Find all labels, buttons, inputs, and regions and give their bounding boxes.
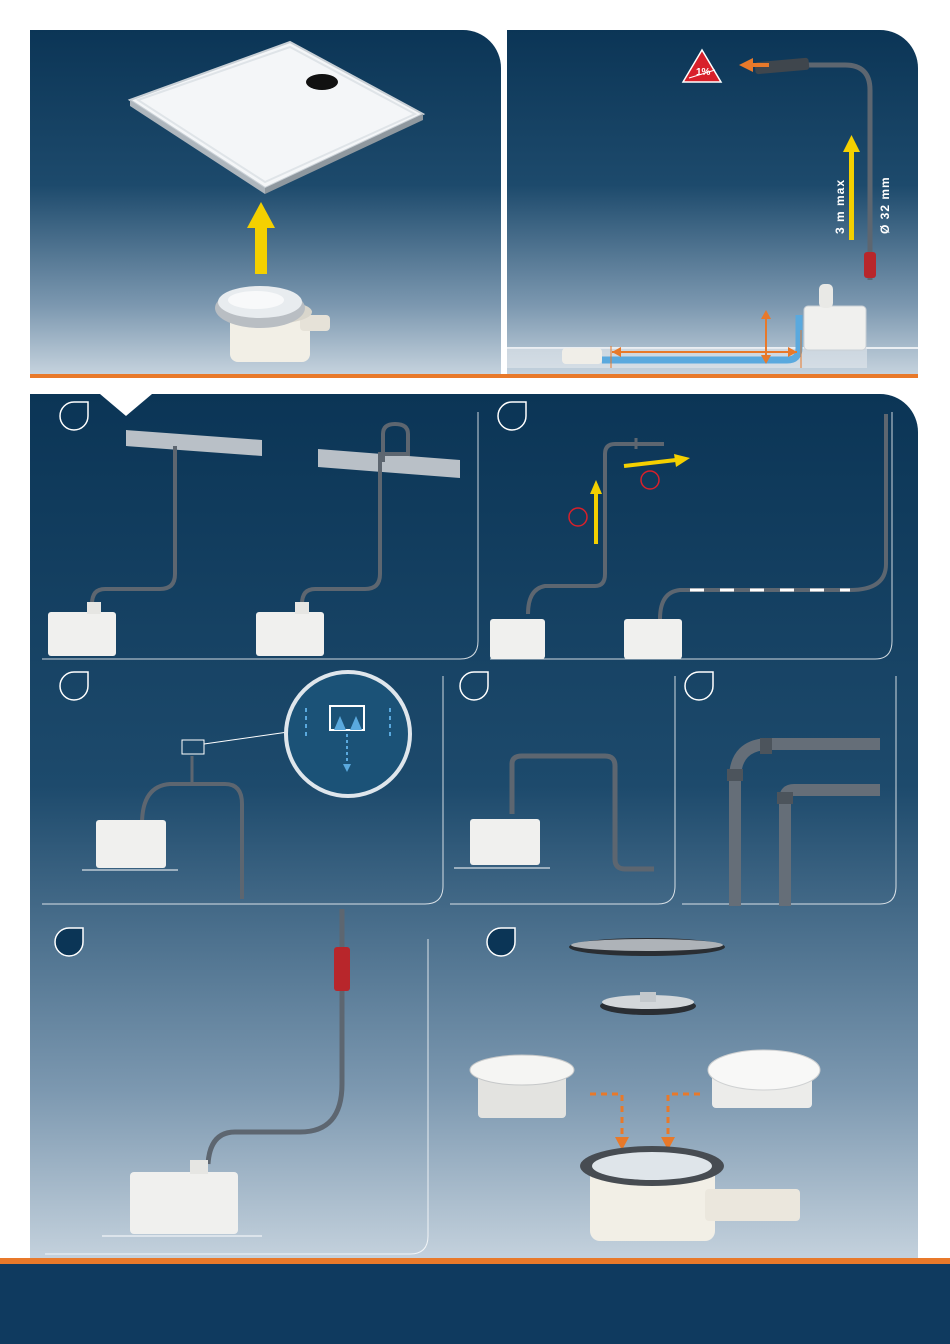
- shower-drain: [215, 286, 330, 362]
- step-badge-icon: [60, 402, 88, 430]
- installation-steps-illustration: [30, 394, 918, 1264]
- pump-routing-illustration: [507, 30, 918, 375]
- step-badge-icon: [460, 672, 488, 700]
- footer-bar: [0, 1264, 950, 1344]
- slope-label: 1%: [696, 67, 710, 78]
- step-badge-icon: [498, 402, 526, 430]
- step-badge-icon: [60, 672, 88, 700]
- step-badge-icon: [685, 672, 713, 700]
- shower-tray: [130, 42, 423, 188]
- max-height-label: 3 m max: [833, 179, 847, 234]
- panel-installation-steps: [30, 394, 918, 1264]
- step-badge-icon: [487, 928, 515, 956]
- shower-tray-illustration: [30, 30, 501, 375]
- pipe-diameter-label: Ø 32 mm: [878, 176, 892, 234]
- step-badge-icon: [55, 928, 83, 956]
- tray-drain-hole: [306, 74, 338, 90]
- section-divider: [30, 374, 918, 378]
- panel-notch: [100, 394, 152, 416]
- panel-shower-tray: [30, 30, 501, 375]
- vertical-height-arrow: [761, 310, 771, 364]
- panel-pump-routing: 3 m max Ø 32 mm 1%: [507, 30, 918, 375]
- up-arrow-icon: [247, 202, 275, 274]
